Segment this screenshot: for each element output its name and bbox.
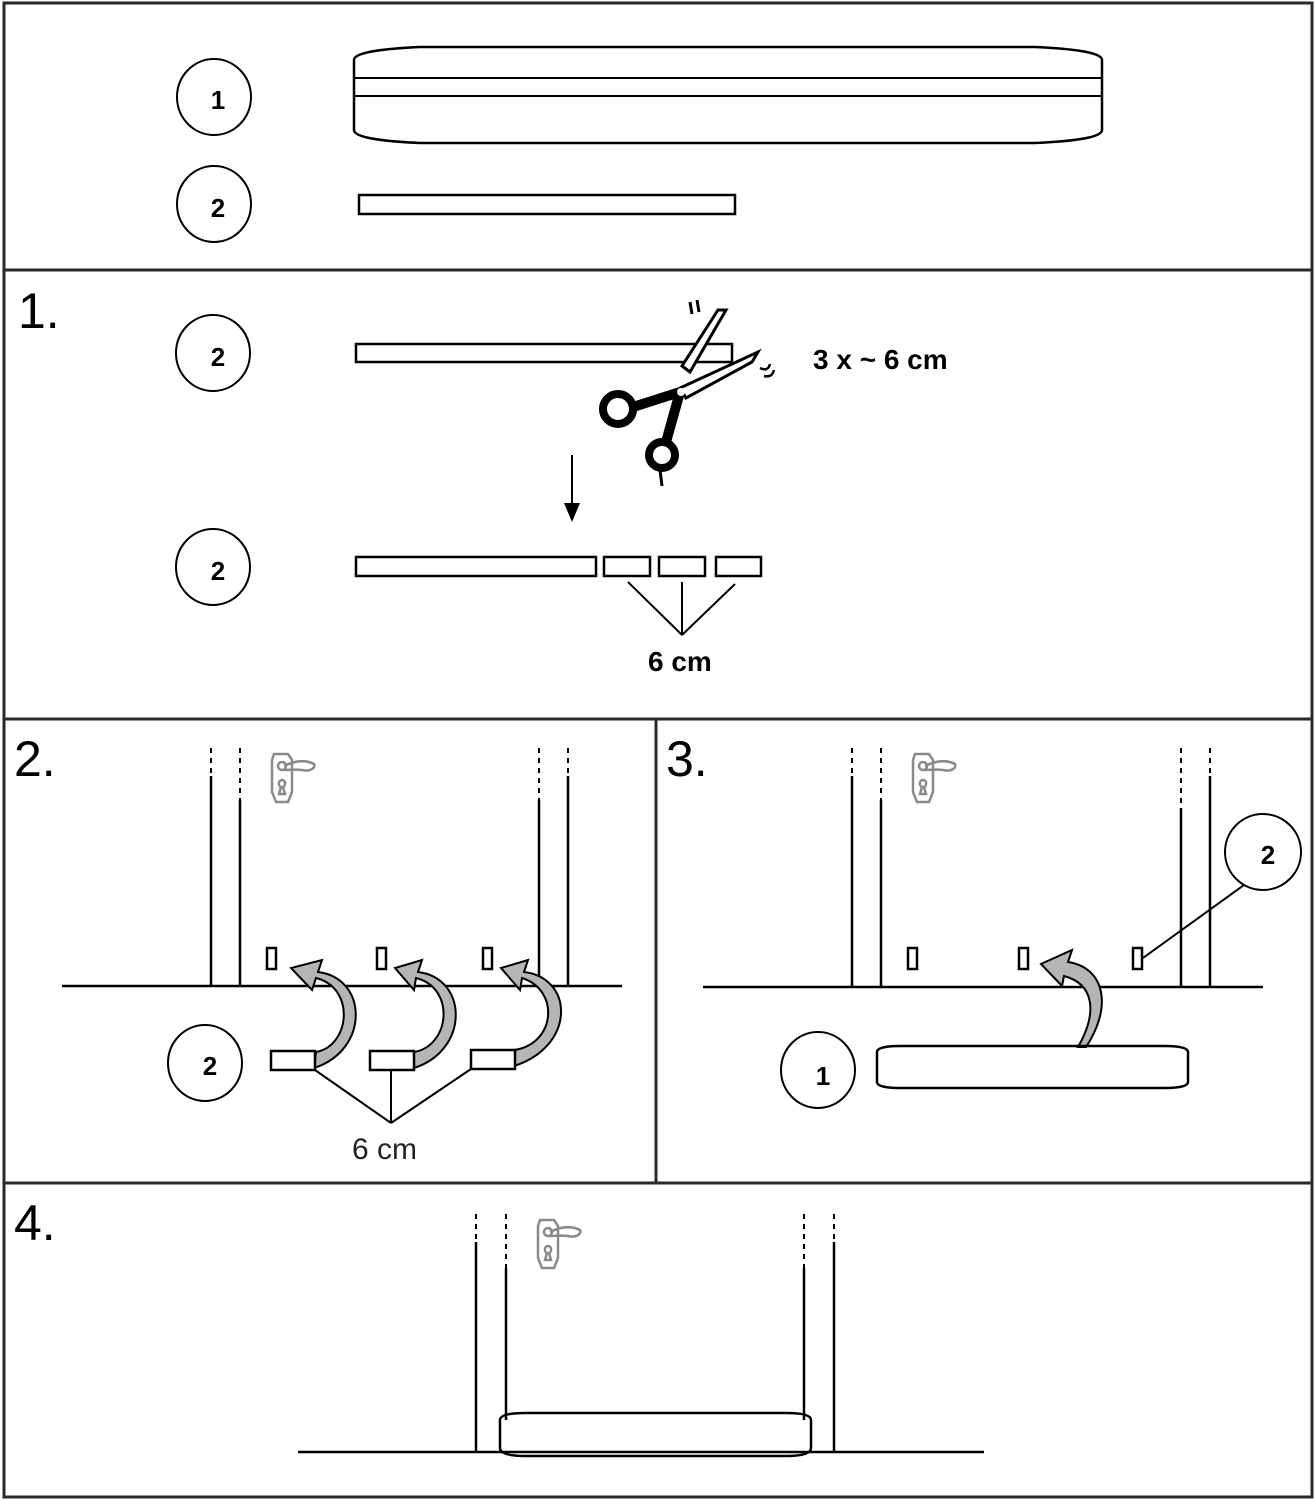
door-frame xyxy=(209,748,570,987)
door-frame xyxy=(850,748,1212,987)
step-4-panel: 4. xyxy=(2,1181,1314,1499)
door-handle-icon xyxy=(536,1218,582,1270)
step-2-panel: 2. 2 xyxy=(2,717,658,1185)
dimension-leader xyxy=(627,581,736,636)
callout-number: 2 xyxy=(1261,840,1275,870)
step-number: 4. xyxy=(14,1195,56,1251)
cut-dimension-label: 3 x ~ 6 cm xyxy=(813,344,948,375)
strip-illustration xyxy=(357,193,737,216)
strip-illustration xyxy=(354,342,734,364)
attached-strip xyxy=(375,946,388,971)
door-handle-icon xyxy=(270,752,316,804)
strip-piece xyxy=(469,1048,517,1071)
door-handle-icon xyxy=(911,752,957,804)
curved-arrow-icon xyxy=(289,958,357,1070)
piece-dimension-label: 6 cm xyxy=(648,646,712,677)
step-number: 3. xyxy=(666,731,708,787)
attached-strip xyxy=(1017,946,1030,971)
step-1-panel: 1. 2 3 x ~ 6 cm 2 xyxy=(2,268,1314,721)
attached-strip xyxy=(1131,946,1144,971)
strip-piece xyxy=(657,555,707,578)
callout-number: 2 xyxy=(211,342,225,372)
part-callout-2: 2 xyxy=(175,314,251,392)
strip-piece xyxy=(714,555,763,578)
scissors-icon xyxy=(599,299,776,487)
callout-number: 1 xyxy=(816,1061,830,1091)
strip-piece xyxy=(602,555,652,578)
part-callout-2: 2 xyxy=(167,1024,243,1102)
piece-dimension-label: 6 cm xyxy=(352,1133,417,1166)
step-number: 1. xyxy=(18,283,60,339)
part-callout-1: 1 xyxy=(780,1031,856,1109)
callout-number: 2 xyxy=(203,1051,217,1081)
attached-strip xyxy=(265,946,278,971)
attached-strip xyxy=(906,946,919,971)
door-frame xyxy=(474,1214,836,1453)
callout-number: 1 xyxy=(211,85,225,115)
cushion-illustration xyxy=(875,1044,1190,1090)
strip-piece xyxy=(368,1049,416,1072)
callout-number: 2 xyxy=(211,193,225,223)
panel-frame xyxy=(2,717,658,1185)
parts-panel: 1 2 xyxy=(2,1,1314,272)
step-number: 2. xyxy=(14,731,56,787)
part-callout-1: 1 xyxy=(176,58,252,136)
part-callout-2: 2 xyxy=(1142,813,1302,959)
strip-remainder xyxy=(354,555,598,578)
strip-piece xyxy=(269,1049,317,1072)
curved-arrow-icon xyxy=(393,958,457,1070)
callout-number: 2 xyxy=(211,556,225,586)
curved-arrow-icon xyxy=(499,958,562,1068)
panel-frame xyxy=(2,1181,1314,1499)
cushion-illustration xyxy=(352,45,1104,145)
dimension-leader xyxy=(314,1068,472,1124)
step-3-panel: 3. 2 1 xyxy=(654,717,1314,1185)
part-callout-2: 2 xyxy=(176,165,252,243)
panel-frame xyxy=(654,717,1314,1185)
cushion-installed xyxy=(498,1411,813,1458)
arrow-down-icon xyxy=(564,455,580,522)
curved-arrow-icon xyxy=(1039,948,1103,1048)
part-callout-2: 2 xyxy=(175,528,251,606)
attached-strip xyxy=(481,946,494,971)
